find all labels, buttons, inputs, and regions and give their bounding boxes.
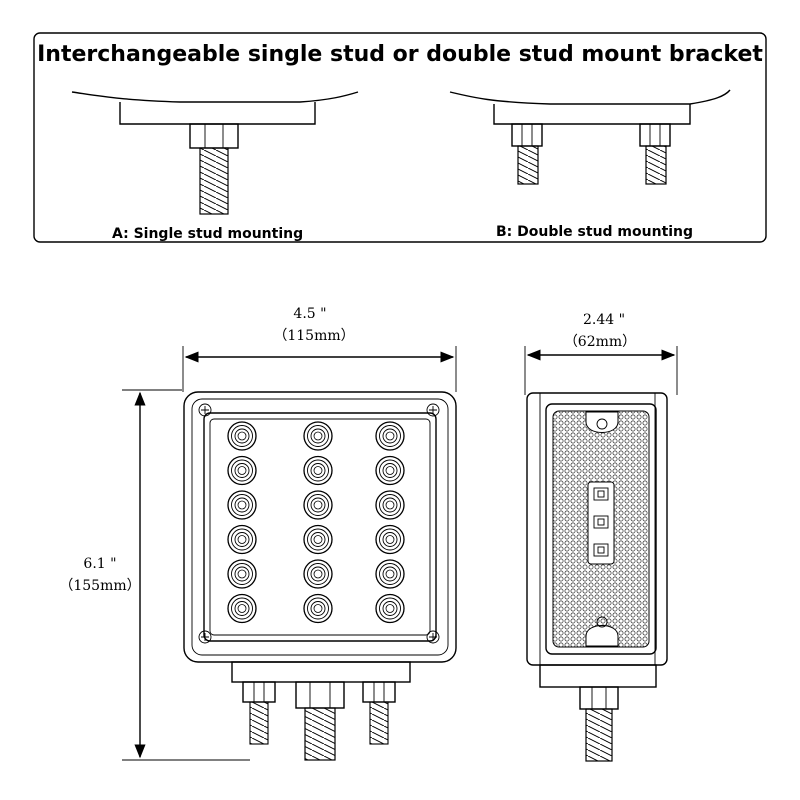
- double-stud-illustration: [449, 89, 731, 185]
- height-inches-label: 6.1 ": [83, 556, 116, 572]
- led-bulb: [227, 455, 257, 486]
- led-bulb: [303, 524, 333, 555]
- led-bulb: [227, 421, 257, 451]
- height-mm-label: （155mm）: [59, 578, 140, 594]
- depth-inches-label: 2.44 ": [583, 312, 625, 328]
- led-bulb: [227, 524, 257, 555]
- panel-title: Interchangeable single stud or double st…: [37, 42, 763, 67]
- led-bulb: [375, 490, 405, 520]
- led-bulb: [227, 490, 257, 520]
- led-grid: [227, 421, 405, 624]
- center-stud: [295, 681, 345, 761]
- double-stud-caption: B: Double stud mounting: [496, 224, 693, 240]
- led-bulb: [303, 455, 333, 486]
- mounting-options-panel: Interchangeable single stud or double st…: [33, 32, 767, 243]
- led-bulb: [375, 593, 405, 624]
- depth-mm-label: （62mm）: [564, 334, 636, 350]
- width-inches-label: 4.5 ": [293, 306, 326, 322]
- front-view: 4.5 " （115mm） 6.1 " （155mm）: [59, 306, 457, 761]
- single-stud-illustration: [71, 91, 359, 215]
- screw-icon: [426, 403, 440, 417]
- width-mm-label: （115mm）: [273, 328, 354, 344]
- screw-icon: [426, 630, 440, 644]
- right-stud: [362, 681, 396, 745]
- screw-icon: [198, 630, 212, 644]
- led-bulb: [375, 421, 405, 451]
- led-bulb: [303, 421, 333, 451]
- led-bulb: [375, 455, 405, 486]
- led-bulb: [375, 524, 405, 555]
- led-bulb: [303, 490, 333, 520]
- led-bulb: [375, 559, 405, 589]
- screw-icon: [198, 403, 212, 417]
- led-bulb: [227, 593, 257, 624]
- led-bulb: [303, 593, 333, 624]
- led-bulb: [303, 559, 333, 589]
- single-stud-caption: A: Single stud mounting: [112, 226, 303, 242]
- side-view: 2.44 " （62mm）: [524, 312, 678, 762]
- left-stud: [242, 681, 276, 745]
- led-bulb: [227, 559, 257, 589]
